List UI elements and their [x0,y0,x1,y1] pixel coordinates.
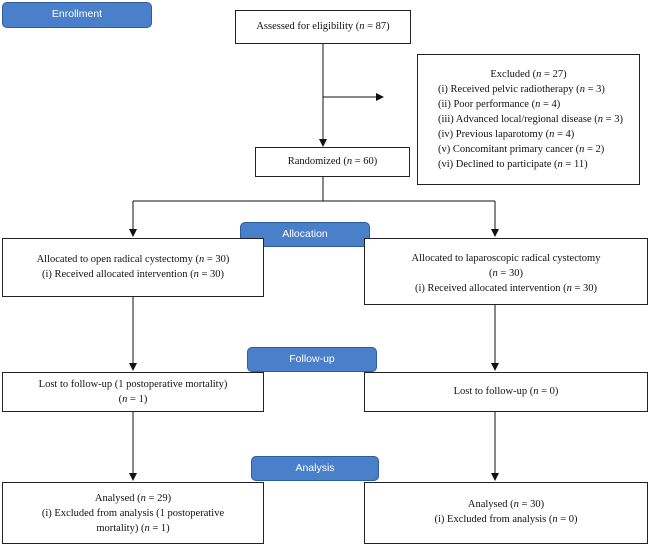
stage-followup: Follow-up [247,347,377,372]
excluded-item: (v) Concomitant primary cancer (n = 2) [438,144,605,155]
randomized-box: Randomized (n = 60) [255,147,410,177]
analysis-right-box: Analysed (n = 30) (i) Excluded from anal… [364,482,648,544]
allocation-right-line: Allocated to laparoscopic radical cystec… [411,253,601,264]
followup-left-line: Lost to follow-up (1 postoperative morta… [38,379,228,390]
excluded-item: (ii) Poor performance (n = 4) [438,99,561,110]
allocation-left-line: (i) Received allocated intervention (n =… [41,269,225,280]
followup-left-box: Lost to follow-up (1 postoperative morta… [2,372,264,412]
excluded-item: (iii) Advanced local/regional disease (n… [438,114,623,125]
allocation-right-line: (i) Received allocated intervention (n =… [414,283,598,294]
stage-enrollment: Enrollment [2,2,152,28]
allocation-left-box: Allocated to open radical cystectomy (n … [2,238,264,297]
allocation-right-line: (n = 30) [489,268,523,279]
stage-allocation: Allocation [240,222,370,247]
followup-right-line: Lost to follow-up (n = 0) [453,386,559,397]
analysis-right-line: Analysed (n = 30) [467,499,545,510]
analysis-right-line: (i) Excluded from analysis (n = 0) [434,514,578,525]
assessed-box: Assessed for eligibility (n = 87) [235,10,411,44]
analysis-left-line: (i) Excluded from analysis (1 postoperat… [41,508,225,519]
randomized-text: Randomized (n = 60) [287,156,378,167]
excluded-box: Excluded (n = 27) (i) Received pelvic ra… [417,54,640,185]
followup-left-line: (n = 1) [118,394,148,405]
analysis-left-line: Analysed (n = 29) [94,493,172,504]
stage-analysis: Analysis [251,456,379,481]
analysis-left-box: Analysed (n = 29) (i) Excluded from anal… [2,482,264,544]
excluded-item: (i) Received pelvic radiotherapy (n = 3) [438,84,605,95]
analysis-left-line: mortality) (n = 1) [96,523,170,534]
allocation-right-box: Allocated to laparoscopic radical cystec… [364,238,648,305]
assessed-text: Assessed for eligibility (n = 87) [256,21,390,32]
followup-right-box: Lost to follow-up (n = 0) [364,372,648,412]
allocation-left-line: Allocated to open radical cystectomy (n … [36,254,230,265]
excluded-title: Excluded (n = 27) [490,69,567,80]
excluded-item: (vi) Declined to participate (n = 11) [438,159,588,170]
excluded-item: (iv) Previous laparotomy (n = 4) [438,129,575,140]
